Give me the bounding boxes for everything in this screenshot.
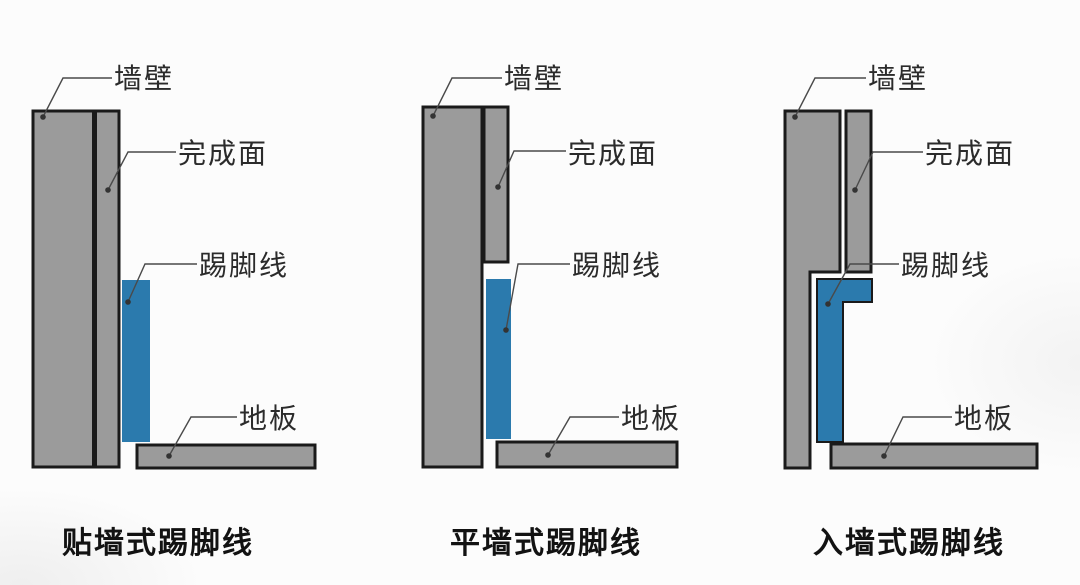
skirting-shape [122, 280, 150, 442]
finish-layer-shape [482, 105, 510, 264]
leader-line-finish [854, 151, 923, 191]
panel-in-wall: 墙壁 完成面 踢脚线 地板 入墙式踢脚线 [783, 63, 1039, 560]
label-floor: 地板 [621, 403, 681, 434]
wall-shape [421, 105, 484, 469]
leader-line-floor [547, 416, 619, 456]
leader-line-wall [794, 77, 866, 118]
label-skirting: 踢脚线 [901, 250, 991, 281]
panel-flush-wall: 墙壁 完成面 踢脚线 地板 平墙式踢脚线 [421, 63, 681, 560]
leader-dot-finish [852, 187, 858, 193]
leader-line-finish [497, 150, 566, 188]
floor-shape [135, 443, 317, 470]
leader-dot-wall [40, 114, 46, 120]
wall-shape [31, 109, 121, 469]
leader-line-skirting [505, 263, 570, 331]
leader-dot-skirting [503, 327, 509, 333]
leader-line-skirting [127, 263, 197, 303]
leader-dot-floor [881, 453, 887, 459]
leader-dot-skirting [125, 299, 131, 305]
leader-line-wall [432, 77, 502, 117]
floor-shape [829, 442, 1039, 470]
leader-dot-finish [105, 187, 111, 193]
panel-caption: 入墙式踢脚线 [813, 527, 1005, 560]
label-wall: 墙壁 [868, 63, 928, 94]
leader-line-skirting [827, 263, 899, 305]
leader-line-floor [883, 416, 952, 457]
finish-layer-shape [844, 109, 873, 274]
leader-dot-finish [495, 184, 501, 190]
label-finish: 完成面 [568, 138, 658, 169]
wall-shape [783, 109, 842, 470]
panel-caption: 平墙式踢脚线 [450, 527, 642, 560]
leader-line-finish [107, 151, 176, 191]
leader-dot-floor [166, 453, 172, 459]
label-wall: 墙壁 [504, 63, 564, 94]
panel-caption: 贴墙式踢脚线 [62, 527, 254, 560]
skirting-shape [486, 279, 511, 439]
leader-dot-skirting [825, 301, 831, 307]
floor-shape [495, 440, 679, 469]
leader-dot-floor [545, 452, 551, 458]
label-finish: 完成面 [178, 138, 268, 169]
label-floor: 地板 [954, 403, 1014, 434]
panel-surface-mounted: 墙壁 完成面 踢脚线 地板 贴墙式踢脚线 [31, 63, 317, 560]
leader-line-floor [168, 416, 237, 457]
skirting-shape [816, 278, 873, 443]
leader-dot-wall [430, 113, 436, 119]
label-finish: 完成面 [925, 138, 1015, 169]
leader-dot-wall [792, 114, 798, 120]
label-skirting: 踢脚线 [572, 250, 662, 281]
label-floor: 地板 [239, 403, 299, 434]
label-wall: 墙壁 [114, 63, 174, 94]
leader-line-wall [42, 77, 112, 118]
label-skirting: 踢脚线 [199, 250, 289, 281]
